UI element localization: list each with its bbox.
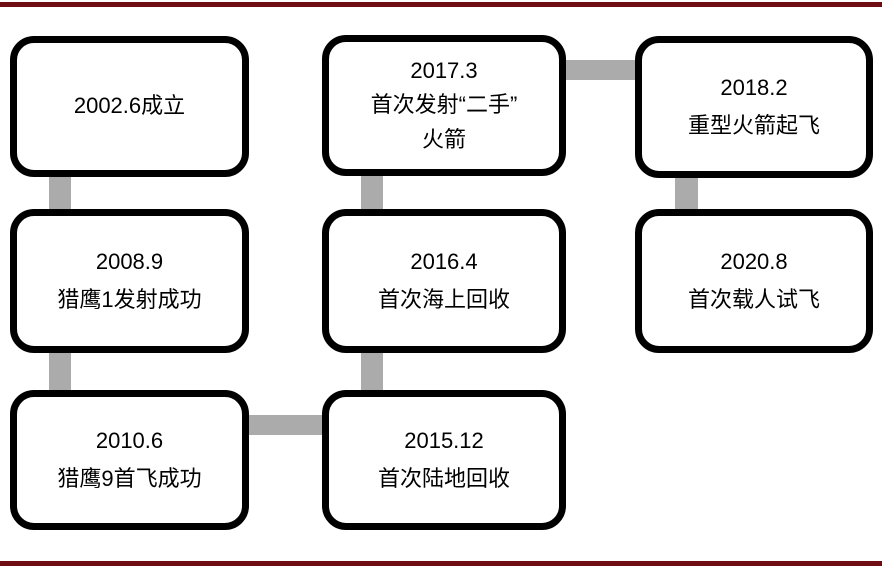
milestone-text-line: 首次发射“二手” [370, 92, 518, 118]
milestone-box-2002-founding: 2002.6成立 [10, 36, 249, 177]
bottom-divider-rule [0, 561, 882, 566]
milestone-date-line: 2020.8 [720, 249, 788, 275]
connector-2015-2016 [361, 348, 383, 396]
milestone-text-line: 猎鹰1发射成功 [57, 286, 202, 312]
connector-2016-2017 [361, 170, 383, 216]
milestone-box-2017-reused-rocket: 2017.3 首次发射“二手” 火箭 [322, 35, 566, 176]
milestone-box-2010-falcon9: 2010.6 猎鹰9首飞成功 [10, 390, 249, 530]
milestone-date-line: 2008.9 [95, 249, 164, 275]
connector-2017-2018 [558, 60, 642, 80]
milestone-date-line: 2010.6 [95, 428, 164, 454]
connector-2010-2015 [243, 415, 328, 435]
connector-2008-2010 [49, 348, 71, 396]
milestone-date-line: 2015.12 [404, 428, 484, 454]
milestone-text-line: 首次陆地回收 [377, 465, 510, 491]
milestone-box-2018-heavy-rocket: 2018.2 重型火箭起飞 [635, 36, 873, 178]
milestone-text-line: 重型火箭起飞 [687, 112, 820, 138]
connector-2002-2008 [49, 170, 71, 216]
milestone-date-line: 2002.6成立 [73, 93, 186, 119]
milestone-box-2008-falcon1: 2008.9 猎鹰1发射成功 [10, 209, 249, 353]
milestone-box-2016-sea-recovery: 2016.4 首次海上回收 [322, 209, 566, 353]
milestone-date-line: 2018.2 [720, 75, 788, 101]
milestone-text-line: 猎鹰9首飞成功 [57, 465, 202, 491]
milestone-text-line: 首次海上回收 [377, 286, 510, 312]
milestone-box-2015-land-recovery: 2015.12 首次陆地回收 [322, 390, 566, 530]
top-divider-rule [0, 2, 882, 7]
milestone-text-line: 首次载人试飞 [687, 286, 820, 312]
milestone-date-line: 2017.3 [410, 58, 478, 84]
milestone-text-line: 火箭 [421, 126, 466, 152]
connector-2018-2020 [675, 174, 698, 214]
milestone-box-2020-crewed-flight: 2020.8 首次载人试飞 [635, 209, 873, 353]
milestone-date-line: 2016.4 [410, 249, 478, 275]
